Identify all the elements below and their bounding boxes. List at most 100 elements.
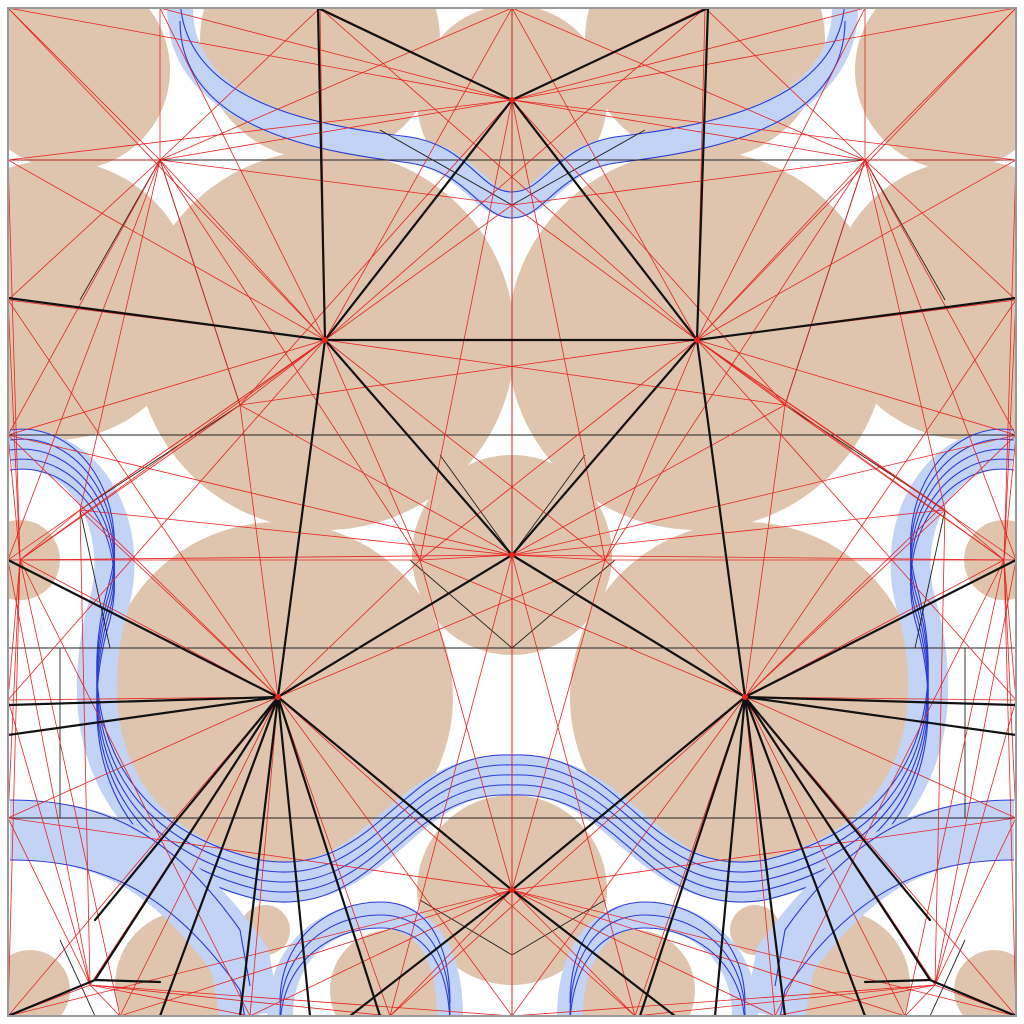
black-crease bbox=[9, 559, 280, 699]
red-crease bbox=[390, 696, 746, 1015]
red-crease bbox=[10, 889, 513, 1015]
black-crease bbox=[159, 695, 280, 1015]
black-crease bbox=[510, 338, 699, 557]
red-crease bbox=[511, 99, 866, 161]
red-crease bbox=[89, 984, 385, 1015]
river-edge bbox=[9, 859, 246, 1015]
tree-line bbox=[439, 454, 513, 556]
black-crease bbox=[276, 695, 381, 1015]
red-crease bbox=[19, 559, 121, 1015]
red-crease bbox=[864, 159, 1015, 435]
black-crease bbox=[695, 297, 1015, 342]
tree-line bbox=[79, 404, 241, 511]
red-crease bbox=[19, 404, 241, 561]
red-crease bbox=[79, 339, 326, 511]
red-crease bbox=[419, 559, 746, 698]
red-crease bbox=[277, 696, 635, 1015]
river-edge bbox=[774, 799, 1015, 987]
black-crease bbox=[316, 9, 327, 342]
red-crease bbox=[9, 339, 326, 436]
red-crease bbox=[9, 559, 21, 806]
red-crease bbox=[9, 434, 513, 556]
tree-line bbox=[379, 129, 513, 206]
black-crease bbox=[639, 695, 747, 1015]
tree-line bbox=[511, 129, 646, 206]
red-crease bbox=[778, 984, 936, 1015]
river-edge bbox=[9, 799, 251, 987]
river-edge bbox=[280, 927, 451, 1015]
black-crease bbox=[510, 553, 747, 699]
red-crease bbox=[9, 819, 91, 986]
red-crease bbox=[9, 312, 21, 561]
red-crease bbox=[1003, 312, 1015, 561]
black-crease bbox=[349, 888, 514, 1015]
red-crease bbox=[864, 9, 1015, 161]
red-crease bbox=[744, 696, 905, 1015]
red-crease bbox=[159, 9, 320, 161]
black-crease bbox=[323, 338, 514, 557]
black-crease bbox=[276, 553, 514, 699]
tree-line bbox=[864, 159, 946, 301]
red-crease bbox=[89, 984, 504, 1015]
red-crease bbox=[79, 509, 279, 698]
red-crease bbox=[324, 339, 421, 561]
red-crease bbox=[9, 9, 161, 161]
red-crease bbox=[162, 9, 513, 101]
red-crease bbox=[511, 434, 1015, 556]
red-crease bbox=[324, 339, 786, 406]
black-crease bbox=[743, 695, 932, 922]
red-crease bbox=[251, 889, 513, 1015]
red-crease bbox=[9, 702, 91, 986]
river-edge bbox=[569, 901, 746, 1004]
sheet-border bbox=[7, 7, 1017, 1017]
black-crease bbox=[510, 695, 747, 892]
red-crease bbox=[159, 159, 421, 561]
black-crease bbox=[9, 695, 280, 707]
red-crease bbox=[277, 559, 606, 698]
black-crease bbox=[743, 695, 1015, 707]
black-crease bbox=[276, 338, 327, 699]
crease-vertex bbox=[322, 337, 328, 343]
black-crease bbox=[713, 695, 747, 1015]
red-crease bbox=[419, 559, 513, 891]
tree-line bbox=[929, 939, 966, 1015]
red-crease bbox=[419, 554, 513, 561]
red-crease bbox=[239, 339, 326, 406]
red-crease bbox=[159, 9, 511, 161]
red-crease bbox=[511, 404, 786, 556]
red-crease bbox=[604, 559, 746, 698]
red-crease bbox=[9, 9, 326, 341]
red-crease bbox=[277, 696, 391, 1015]
tree-line bbox=[511, 454, 586, 556]
red-crease bbox=[9, 339, 326, 700]
black-crease bbox=[695, 9, 710, 342]
red-crease bbox=[934, 563, 1015, 986]
red-crease bbox=[9, 160, 326, 341]
red-crease bbox=[640, 984, 936, 1015]
red-crease bbox=[511, 889, 635, 1015]
red-crease bbox=[784, 159, 866, 406]
red-crease bbox=[159, 159, 513, 206]
red-crease bbox=[9, 99, 513, 161]
crease-vertex bbox=[275, 694, 281, 700]
black-crease bbox=[743, 695, 1015, 736]
red-crease bbox=[512, 9, 698, 341]
red-crease bbox=[277, 559, 421, 698]
red-crease bbox=[744, 404, 786, 698]
red-crease bbox=[696, 339, 1015, 700]
red-crease bbox=[89, 984, 247, 1015]
red-crease bbox=[696, 159, 866, 341]
black-crease bbox=[863, 978, 932, 984]
red-crease bbox=[904, 559, 1005, 1015]
red-crease bbox=[744, 696, 776, 1015]
red-crease bbox=[9, 159, 161, 559]
red-crease bbox=[511, 509, 946, 556]
red-crease bbox=[934, 819, 1015, 986]
red-crease bbox=[249, 696, 279, 1015]
red-crease bbox=[511, 9, 863, 101]
river-edge bbox=[569, 914, 746, 1015]
red-crease bbox=[934, 509, 946, 986]
red-crease bbox=[744, 435, 1015, 698]
